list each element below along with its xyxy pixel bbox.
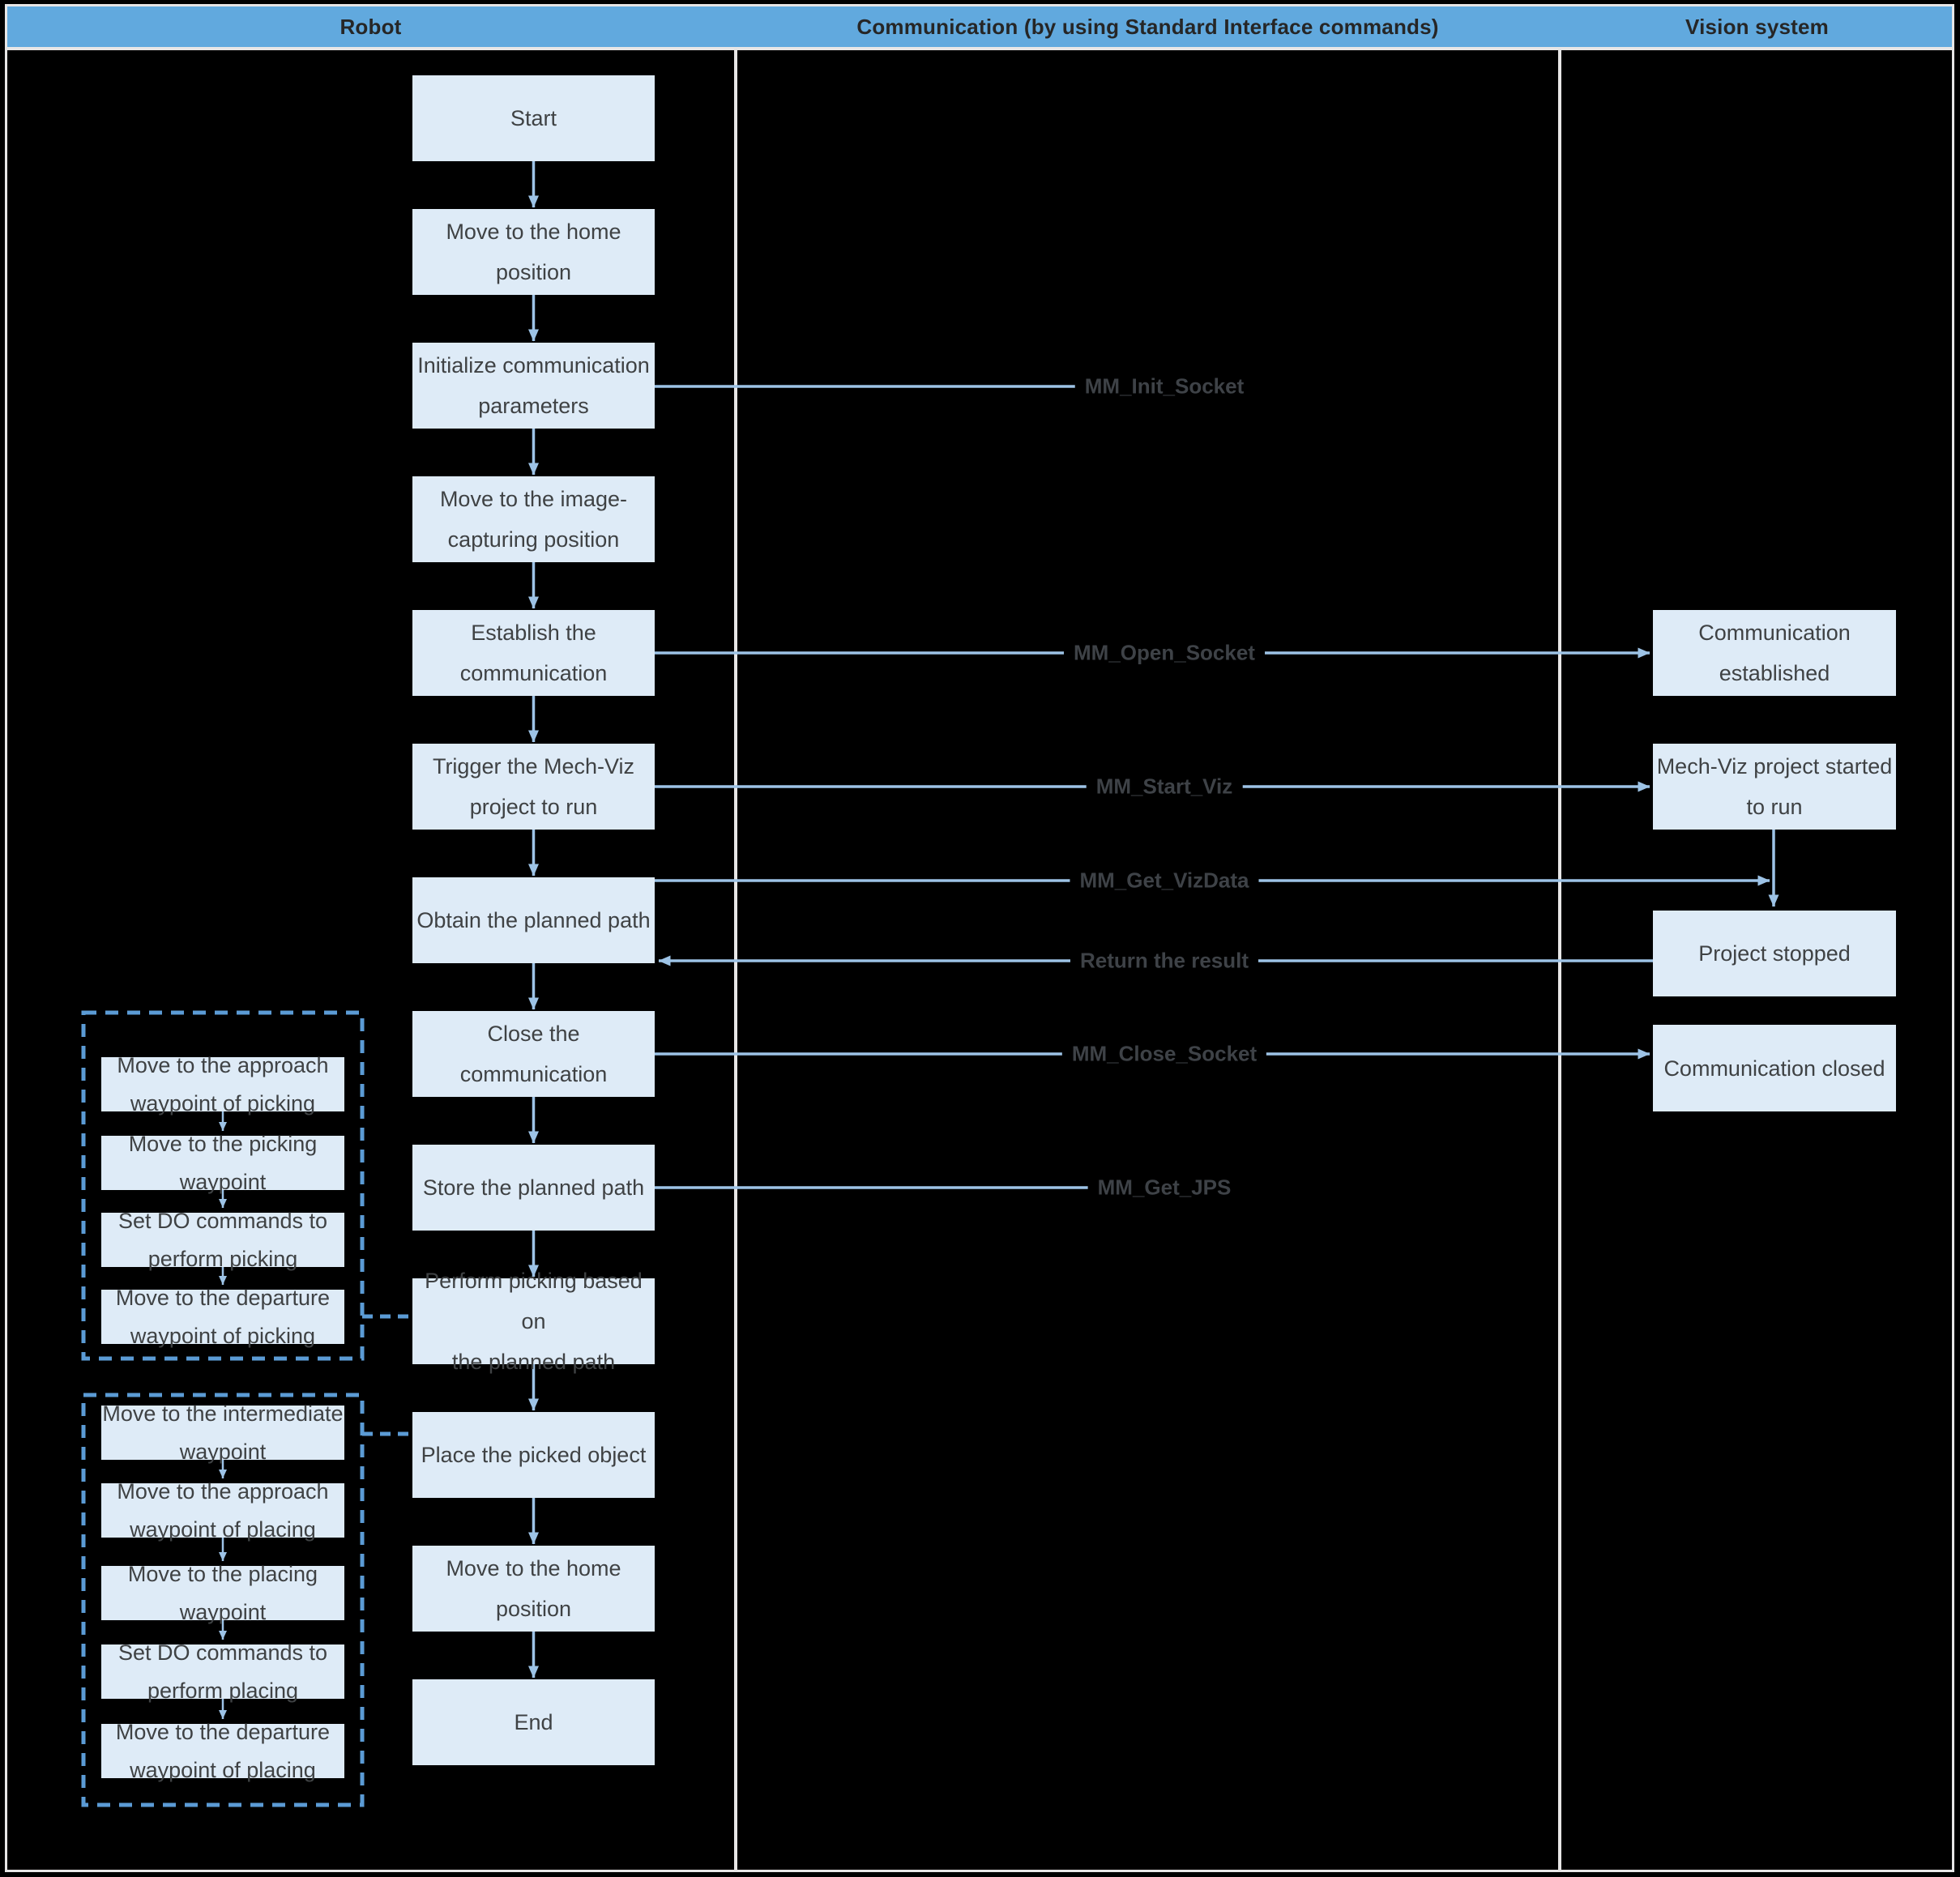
vision-step-comm-established: Communication established	[1653, 610, 1896, 696]
dashed-group-connectors	[362, 1314, 411, 1436]
column-header-robot: Robot	[339, 14, 402, 39]
flow-step-obtain-path: Obtain the planned path	[412, 877, 655, 963]
column-header-vision: Vision system	[1685, 14, 1829, 39]
comm-label-start-viz: MM_Start_Viz	[1086, 772, 1243, 801]
flow-step-move-home-1: Move to the home position	[412, 209, 655, 295]
vision-step-project-started: Mech-Viz project started to run	[1653, 744, 1896, 830]
comm-label-init-socket: MM_Init_Socket	[1074, 372, 1254, 401]
comm-label-close-socket: MM_Close_Socket	[1061, 1039, 1267, 1069]
vision-step-project-stopped: Project stopped	[1653, 911, 1896, 996]
flow-step-perform-picking: Perform picking based on the planned pat…	[412, 1269, 655, 1374]
placing-step-intermediate-waypoint: Move to the intermediate waypoint	[101, 1401, 344, 1464]
flow-step-establish-comm: Establish the communication	[412, 610, 655, 696]
flow-step-trigger-mechviz: Trigger the Mech-Viz project to run	[412, 744, 655, 830]
flow-step-close-comm: Close the communication	[412, 1011, 655, 1097]
flow-step-start: Start	[412, 75, 655, 161]
vision-step-comm-closed: Communication closed	[1653, 1025, 1896, 1111]
flow-step-place-object: Place the picked object	[412, 1412, 655, 1498]
picking-step-picking-waypoint: Move to the picking waypoint	[101, 1132, 344, 1194]
header-band	[7, 6, 1953, 50]
placing-step-departure-waypoint: Move to the departure waypoint of placin…	[101, 1720, 344, 1782]
column-header-communication: Communication (by using Standard Interfa…	[856, 14, 1439, 39]
flow-step-end: End	[412, 1679, 655, 1765]
comm-label-return-result: Return the result	[1070, 946, 1259, 975]
flow-step-init-params: Initialize communication parameters	[412, 343, 655, 429]
picking-group-border	[81, 1010, 365, 1361]
flow-step-move-home-2: Move to the home position	[412, 1546, 655, 1632]
flow-step-move-capture-pos: Move to the image- capturing position	[412, 476, 655, 562]
placing-step-approach-waypoint: Move to the approach waypoint of placing	[101, 1479, 344, 1542]
picking-step-approach-waypoint: Move to the approach waypoint of picking	[101, 1053, 344, 1116]
placing-step-placing-waypoint: Move to the placing waypoint	[101, 1562, 344, 1624]
column-divider-communication-vision	[1558, 4, 1561, 1872]
placing-group-border	[81, 1393, 365, 1807]
placing-step-set-do: Set DO commands to perform placing	[101, 1640, 344, 1703]
picking-step-set-do: Set DO commands to perform picking	[101, 1209, 344, 1271]
picking-step-departure-waypoint: Move to the departure waypoint of pickin…	[101, 1286, 344, 1348]
comm-label-get-jps: MM_Get_JPS	[1087, 1173, 1241, 1202]
comm-label-get-vizdata: MM_Get_VizData	[1070, 866, 1259, 895]
column-divider-robot-communication	[734, 4, 737, 1872]
comm-label-open-socket: MM_Open_Socket	[1064, 638, 1265, 668]
flow-step-store-path: Store the planned path	[412, 1145, 655, 1231]
dashed-group-borders	[81, 1010, 365, 1807]
